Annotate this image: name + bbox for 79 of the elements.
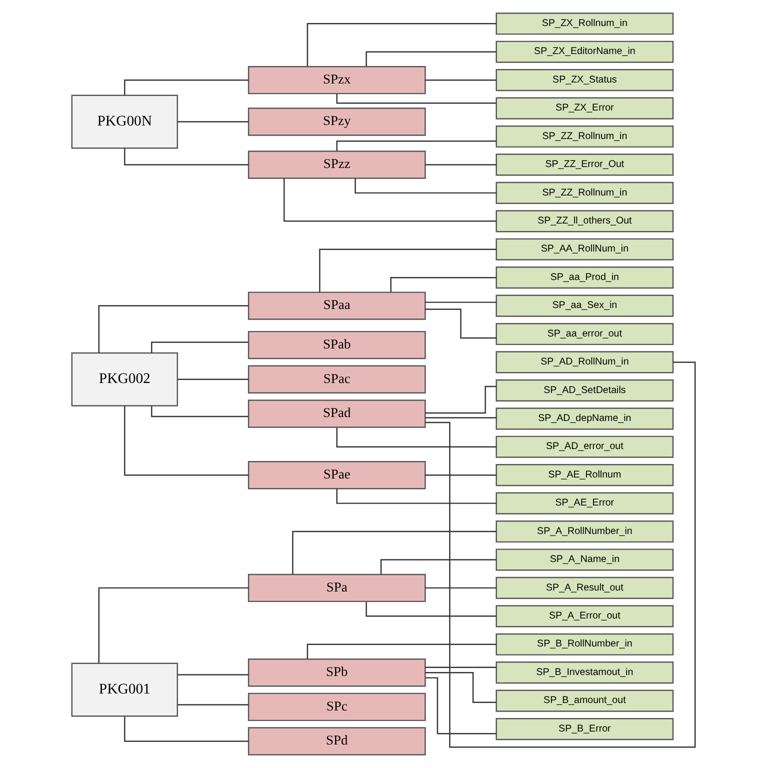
connector bbox=[306, 644, 496, 659]
connector bbox=[124, 406, 248, 476]
connector bbox=[424, 302, 496, 303]
connector bbox=[390, 276, 496, 292]
node-box: SP_aa_Sex_in bbox=[495, 294, 674, 317]
node-box: SPd bbox=[247, 727, 426, 756]
node-box: SP_ZX_Rollnum_in bbox=[495, 12, 674, 35]
node-box: SPb bbox=[247, 658, 426, 687]
node-box: SPzx bbox=[247, 66, 426, 94]
connector bbox=[98, 587, 248, 663]
node-box: PKG001 bbox=[70, 662, 178, 717]
connector bbox=[124, 716, 248, 742]
node-box: SP_A_Result_out bbox=[495, 576, 674, 599]
node-box: SPac bbox=[247, 365, 426, 394]
connector bbox=[424, 474, 496, 476]
connector bbox=[150, 406, 248, 418]
node-box: SP_A_Name_in bbox=[495, 548, 674, 571]
node-box: SP_AD_SetDetails bbox=[495, 379, 674, 402]
node-box: SP_ZZ_ll_others_Out bbox=[495, 210, 674, 232]
node-box: SPzy bbox=[247, 108, 426, 136]
connector bbox=[177, 704, 248, 706]
connector bbox=[306, 23, 496, 66]
node-box: SP_AD_depName_in bbox=[495, 408, 674, 430]
connector bbox=[424, 362, 696, 748]
connector bbox=[425, 677, 496, 734]
connector bbox=[318, 248, 496, 292]
connector bbox=[424, 386, 496, 414]
node-box: SP_AE_Rollnum bbox=[495, 464, 674, 486]
connector bbox=[283, 178, 496, 222]
node-box: SP_AA_RollNum_in bbox=[495, 238, 674, 260]
node-box: SP_aa_Prod_in bbox=[495, 266, 674, 289]
node-box: PKG00N bbox=[70, 94, 178, 149]
node-box: SPzz bbox=[247, 150, 426, 179]
connector bbox=[124, 79, 248, 96]
node-box: SP_ZX_Status bbox=[495, 69, 674, 92]
node-box: SP_ZZ_Rollnum_in bbox=[495, 125, 674, 148]
node-box: SP_AD_RollNum_in bbox=[495, 351, 674, 374]
connector bbox=[424, 308, 496, 339]
node-box: SP_aa_error_out bbox=[495, 322, 674, 346]
node-box: SPa bbox=[247, 574, 426, 602]
connector bbox=[177, 378, 248, 380]
node-box: SP_ZX_Error bbox=[495, 97, 674, 120]
node-box: SP_B_amount_out bbox=[495, 690, 674, 712]
connector bbox=[177, 674, 248, 676]
connector bbox=[365, 602, 496, 617]
connector bbox=[424, 164, 496, 166]
connector bbox=[150, 342, 248, 353]
node-box: SP_A_Error_out bbox=[495, 605, 674, 628]
connector bbox=[380, 559, 496, 574]
node-box: SP_ZZ_Error_Out bbox=[495, 154, 674, 176]
node-box: SP_AD_error_out bbox=[495, 436, 674, 458]
node-box: SPab bbox=[247, 330, 426, 360]
node-box: SP_ZZ_Rollnum_in bbox=[495, 182, 674, 204]
connector bbox=[424, 672, 496, 703]
connector bbox=[336, 140, 496, 151]
connector bbox=[336, 428, 496, 448]
node-box: SP_B_Investamout_in bbox=[495, 662, 674, 684]
node-box: SP_B_Error bbox=[495, 718, 674, 740]
connector bbox=[336, 94, 496, 104]
node-box: SP_ZX_EditorName_in bbox=[495, 40, 674, 63]
connector bbox=[98, 305, 248, 353]
connector bbox=[424, 587, 496, 589]
node-box: SP_AE_Error bbox=[495, 492, 674, 514]
node-box: SPad bbox=[247, 400, 426, 428]
connector bbox=[424, 666, 496, 668]
node-box: SP_A_RollNumber_in bbox=[495, 520, 674, 543]
connector bbox=[365, 51, 496, 66]
node-box: SPae bbox=[247, 460, 426, 490]
node-box: SP_B_RollNumber_in bbox=[495, 633, 674, 656]
connector bbox=[424, 79, 496, 81]
connector bbox=[354, 178, 496, 194]
connector bbox=[124, 148, 248, 166]
connector bbox=[336, 488, 496, 504]
connector bbox=[292, 530, 496, 574]
connector bbox=[424, 417, 496, 418]
node-box: SPc bbox=[247, 692, 426, 722]
connector bbox=[177, 121, 248, 122]
node-box: PKG002 bbox=[70, 352, 178, 406]
node-box: SPaa bbox=[247, 292, 426, 320]
